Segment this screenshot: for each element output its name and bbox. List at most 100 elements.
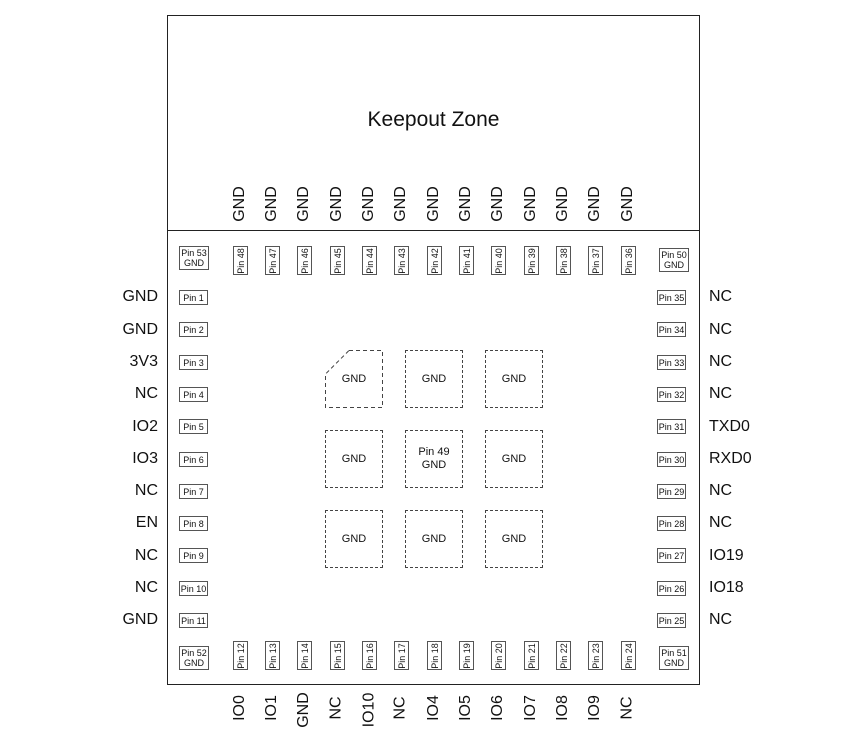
pin-signal-label: GND [456, 186, 476, 222]
pin-pad: Pin 29 [657, 484, 686, 499]
pin-signal-label: IO18 [709, 579, 744, 596]
pin-signal-label: NC [618, 696, 638, 720]
pin-pad: Pin 27 [657, 548, 686, 563]
pin-signal-label: IO3 [132, 450, 158, 467]
pin-pad: Pin 10 [179, 581, 208, 596]
pin-pad: Pin 28 [657, 516, 686, 531]
pin-pad-number: Pin 43 [396, 247, 407, 274]
pin-signal-label: NC [134, 482, 158, 499]
corner-pad-signal: GND [664, 658, 684, 668]
pin-pad-number: Pin 19 [461, 642, 472, 669]
corner-pad-number: Pin 51 [661, 648, 687, 658]
pin-signal-label: GND [294, 692, 314, 728]
pin-pad: Pin 24 [621, 641, 636, 670]
pin-signal-label: IO0 [230, 695, 250, 721]
exposed-pad: GND [405, 510, 463, 568]
pin-signal-text: IO0 [231, 695, 249, 721]
pin-signal-label: IO10 [359, 693, 379, 728]
pin-pad-number: Pin 15 [332, 642, 343, 669]
pin-pad-number: Pin 48 [235, 247, 246, 274]
pin-pad-number: Pin 46 [299, 247, 310, 274]
corner-pad-signal: GND [184, 258, 204, 268]
pin-pad: Pin 34 [657, 322, 686, 337]
pin-pad: Pin 44 [362, 246, 377, 275]
pin-pad: Pin 7 [179, 484, 208, 499]
pin-pad-number: Pin 37 [590, 247, 601, 274]
keepout-divider [167, 230, 700, 231]
corner-pad-bottom-left: Pin 52 GND [179, 646, 209, 670]
pin-signal-text: GND [392, 186, 409, 222]
corner-pad-number: Pin 52 [181, 648, 207, 658]
pin-pad-number: Pin 17 [396, 642, 407, 669]
pin-pad: Pin 18 [427, 641, 442, 670]
pin-signal-label: GND [585, 186, 605, 222]
pin-signal-label: GND [262, 186, 282, 222]
exposed-pad: GND [485, 350, 543, 408]
pin-signal-label: NC [709, 482, 733, 499]
pin-signal-label: IO1 [262, 695, 282, 721]
pin-pad: Pin 31 [657, 419, 686, 434]
pin-signal-text: GND [231, 186, 248, 222]
corner-pad-signal: GND [184, 658, 204, 668]
pin-signal-label: GND [488, 186, 508, 222]
pin-pad: Pin 20 [491, 641, 506, 670]
pin-pad: Pin 4 [179, 387, 208, 402]
pin-signal-label: NC [327, 696, 347, 720]
pin-signal-label: IO7 [521, 695, 541, 721]
pin-pad-number: Pin 21 [526, 642, 537, 669]
pin-pad-number: Pin 14 [299, 642, 310, 669]
pin-pad: Pin 35 [657, 290, 686, 305]
pin-pad: Pin 39 [524, 246, 539, 275]
pin-pad: Pin 11 [179, 613, 208, 628]
pin-signal-label: NC [391, 696, 411, 719]
pin-signal-label: NC [709, 385, 733, 402]
exposed-pad-label: GND [421, 532, 447, 545]
pin-pad: Pin 3 [179, 355, 208, 370]
pin-pad: Pin 30 [657, 452, 686, 467]
pin-signal-label: GND [122, 288, 158, 305]
pin-pad-number: Pin 18 [429, 642, 440, 669]
pin-signal-text: NC [619, 696, 637, 720]
pin-pad-number: Pin 16 [364, 642, 375, 669]
pin-pad: Pin 36 [621, 246, 636, 275]
pin-signal-label: GND [230, 186, 250, 222]
exposed-pad-center: Pin 49 GND [405, 430, 463, 488]
pin-pad: Pin 17 [394, 641, 409, 670]
pin-pad: Pin 1 [179, 290, 208, 305]
pin-signal-label: IO9 [585, 695, 605, 721]
corner-pad-number: Pin 53 [181, 248, 207, 258]
pin-pad-number: Pin 47 [267, 247, 278, 274]
pin-pad: Pin 9 [179, 548, 208, 563]
exposed-pad-label: GND [341, 372, 367, 385]
exposed-pad-label: GND [341, 532, 367, 545]
pin-signal-text: GND [425, 186, 442, 222]
pin-signal-label: IO8 [553, 695, 573, 721]
pin-signal-label: GND [122, 321, 158, 338]
pin-signal-text: GND [263, 186, 280, 222]
pin-signal-label: NC [134, 579, 158, 596]
pin-signal-text: IO5 [457, 695, 475, 721]
pin-signal-text: IO4 [425, 695, 443, 721]
pin-pad-number: Pin 40 [493, 247, 504, 274]
pin-pad: Pin 42 [427, 246, 442, 275]
pin-signal-text: IO8 [554, 695, 572, 721]
exposed-pad-pin-number: Pin 49 [418, 446, 450, 458]
pin-signal-text: GND [489, 186, 506, 222]
pin-signal-label: GND [391, 186, 411, 222]
pin-signal-label: GND [424, 186, 444, 222]
pin-signal-text: GND [619, 186, 636, 222]
pin-pad-number: Pin 36 [623, 247, 634, 274]
pin-signal-text: GND [554, 186, 571, 222]
pin-signal-text: GND [328, 186, 345, 222]
pin-signal-label: RXD0 [709, 450, 752, 467]
pin-pad: Pin 22 [556, 641, 571, 670]
pin-signal-label: NC [134, 547, 158, 564]
pin-pad: Pin 21 [524, 641, 539, 670]
pin-signal-text: NC [328, 696, 346, 720]
pin-pad: Pin 15 [330, 641, 345, 670]
pin-pad: Pin 45 [330, 246, 345, 275]
pin-signal-label: GND [122, 611, 158, 628]
pin-pad: Pin 43 [394, 246, 409, 275]
pin-pad-number: Pin 45 [332, 247, 343, 274]
pin-signal-label: GND [359, 186, 379, 222]
